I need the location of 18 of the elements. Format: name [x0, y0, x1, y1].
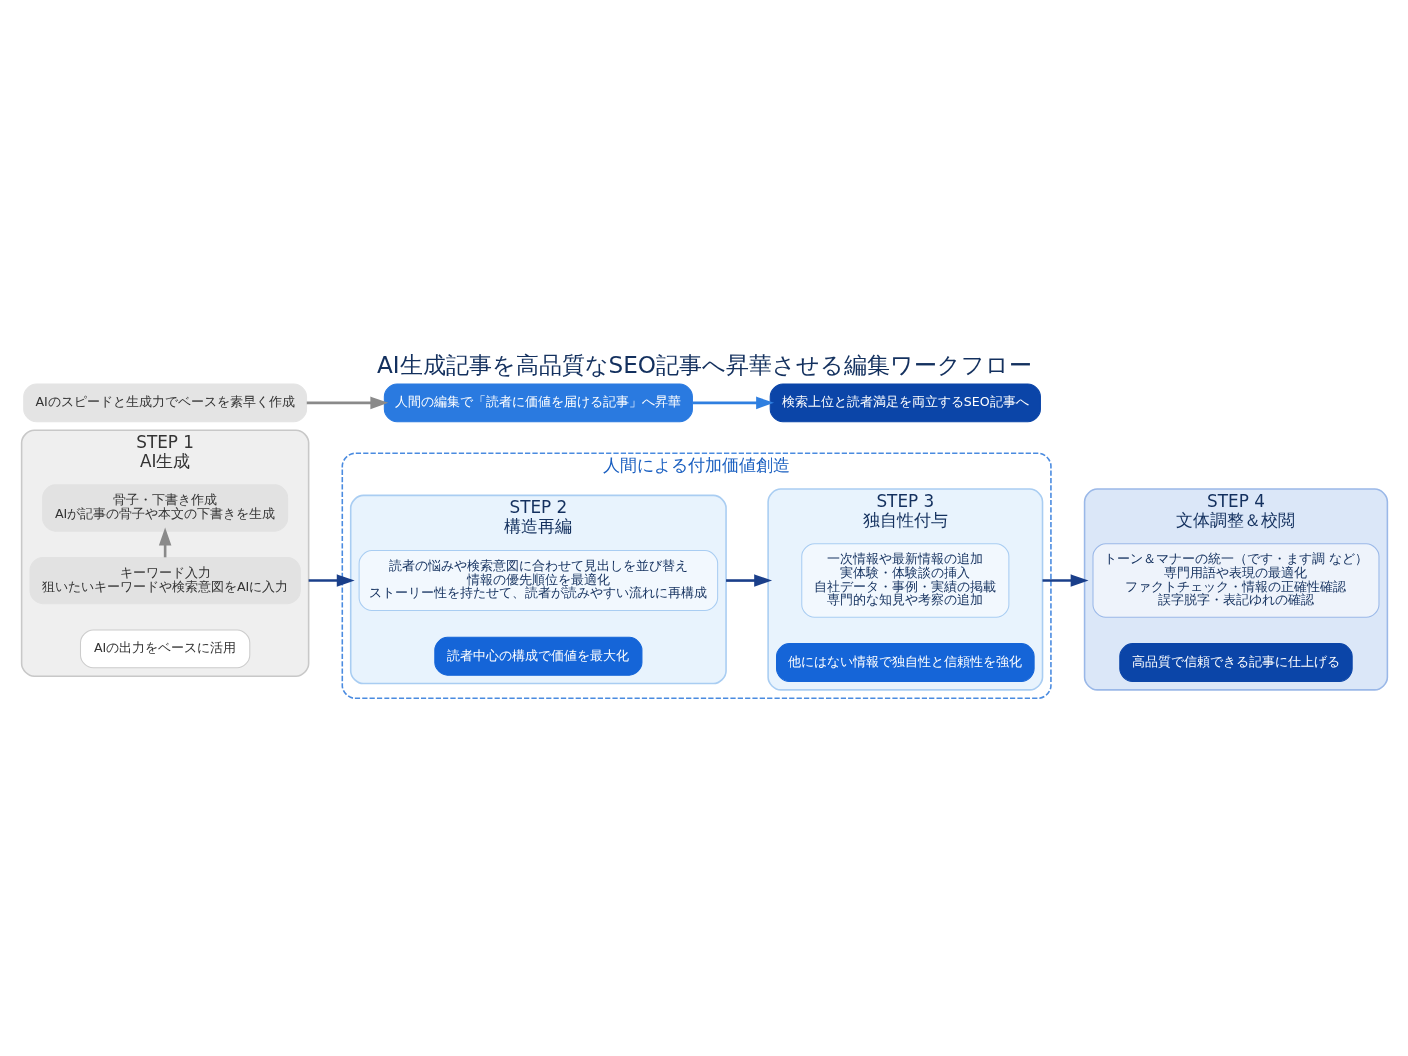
arrow	[308, 573, 355, 587]
node-box: 人間の編集で「読者に価値を届ける記事」へ昇華	[383, 382, 693, 422]
node-box: キーワード入力 狙いたいキーワードや検索意図をAIに入力	[29, 556, 301, 604]
node-box: トーン＆マナーの統一（です・ます調 など） 専門用語や表現の最適化 ファクトチェック・情報の正確性確認 誤字脱字・表記ゆれの確認	[1091, 542, 1379, 618]
arrow	[692, 396, 774, 409]
diagram-title: AI生成記事を高品質なSEO記事へ昇華させる編集ワークフロー	[376, 351, 1032, 378]
node-box: 一次情報や最新情報の追加 実体験・体験談の挿入 自社データ・事例・実績の掲載 専門的な知見や考察の追加	[800, 542, 1009, 618]
node-box: 骨子・下書き作成 AIが記事の骨子や本文の下書きを生成	[41, 483, 288, 532]
node-box: 他にはない情報で独自性と信頼性を強化	[775, 642, 1035, 682]
node-box: 検索上位と読者満足を両立するSEO記事へ	[769, 382, 1041, 422]
node-box: 読者中心の構成で価値を最大化	[433, 636, 642, 676]
node-box: 読者の悩みや検索意図に合わせて見出しを並び替え 情報の優先順位を最適化 ストーリー性を持たせて、読者が読みやすい流れに再構成	[358, 549, 718, 611]
node-box: 高品質で信頼できる記事に仕上げる	[1118, 642, 1353, 682]
arrow	[1042, 573, 1089, 587]
arrow	[725, 573, 772, 587]
arrow	[306, 396, 388, 409]
node-box: AIのスピードと生成力でベースを素早く作成	[22, 382, 307, 422]
node-box: AIの出力をベースに活用	[79, 628, 250, 668]
